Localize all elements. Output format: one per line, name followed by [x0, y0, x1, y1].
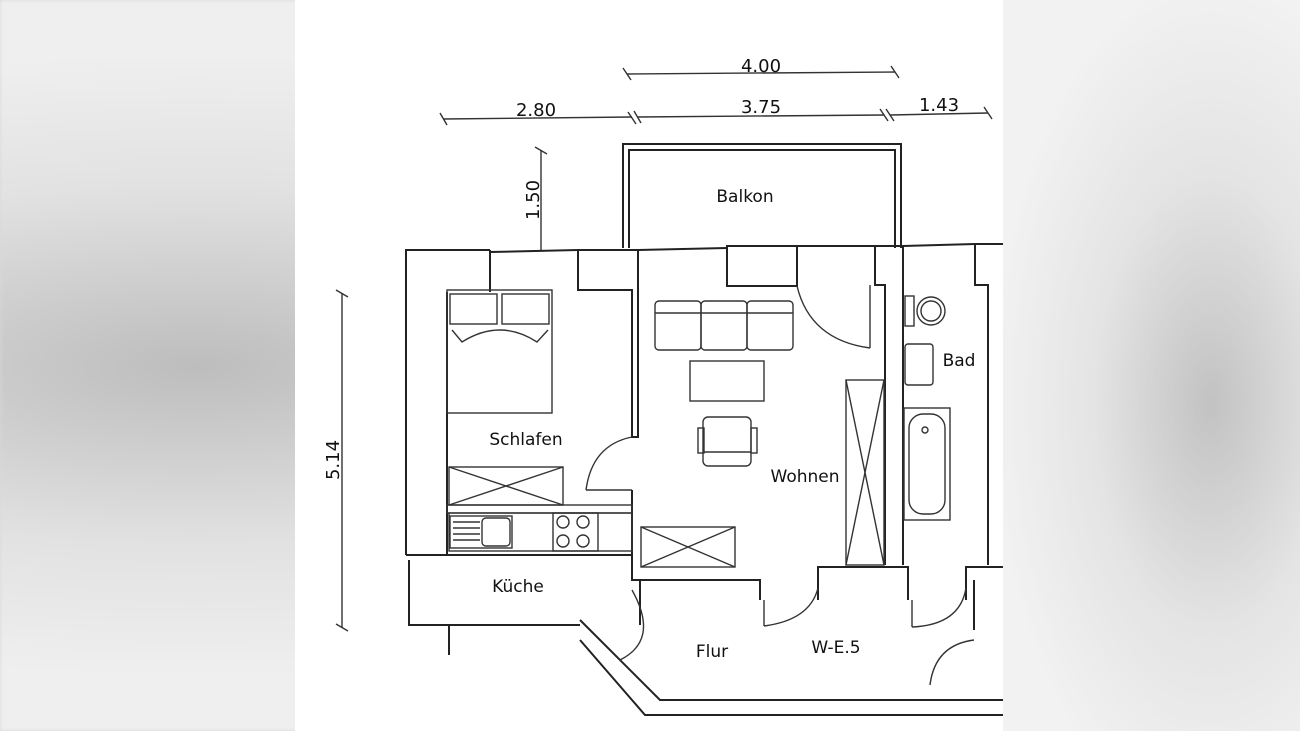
label-wohnen: Wohnen	[771, 467, 840, 487]
dim-top-total: 4.00	[741, 56, 781, 77]
dimension-lines	[335, 65, 993, 632]
label-balkon: Balkon	[716, 187, 773, 207]
label-kueche: Küche	[492, 577, 544, 597]
toilet	[904, 295, 946, 327]
balcony-outline	[622, 143, 902, 248]
label-schlafen: Schlafen	[489, 430, 562, 450]
dim-height: 5.14	[323, 440, 344, 480]
living-wardrobe	[640, 526, 736, 568]
bedroom-wardrobe	[448, 466, 564, 506]
dim-middle-width: 3.75	[741, 97, 781, 118]
bed	[446, 289, 553, 414]
walls	[405, 243, 1003, 716]
blurred-background-right	[1003, 0, 1300, 731]
label-flur: Flur	[696, 642, 728, 662]
bath-sink	[904, 343, 934, 386]
dim-balcony-depth: 1.50	[523, 180, 544, 220]
label-unit: W-E.5	[811, 638, 860, 658]
tall-cabinet	[845, 379, 885, 566]
kitchen-counter	[446, 504, 633, 552]
dim-left-width: 2.80	[516, 100, 556, 121]
coffee-table	[689, 360, 765, 402]
door-swings	[585, 285, 975, 686]
bathtub	[903, 407, 951, 521]
dim-right-width: 1.43	[919, 95, 959, 116]
label-bad: Bad	[943, 351, 976, 371]
sofa	[654, 300, 794, 351]
armchair	[697, 416, 758, 467]
